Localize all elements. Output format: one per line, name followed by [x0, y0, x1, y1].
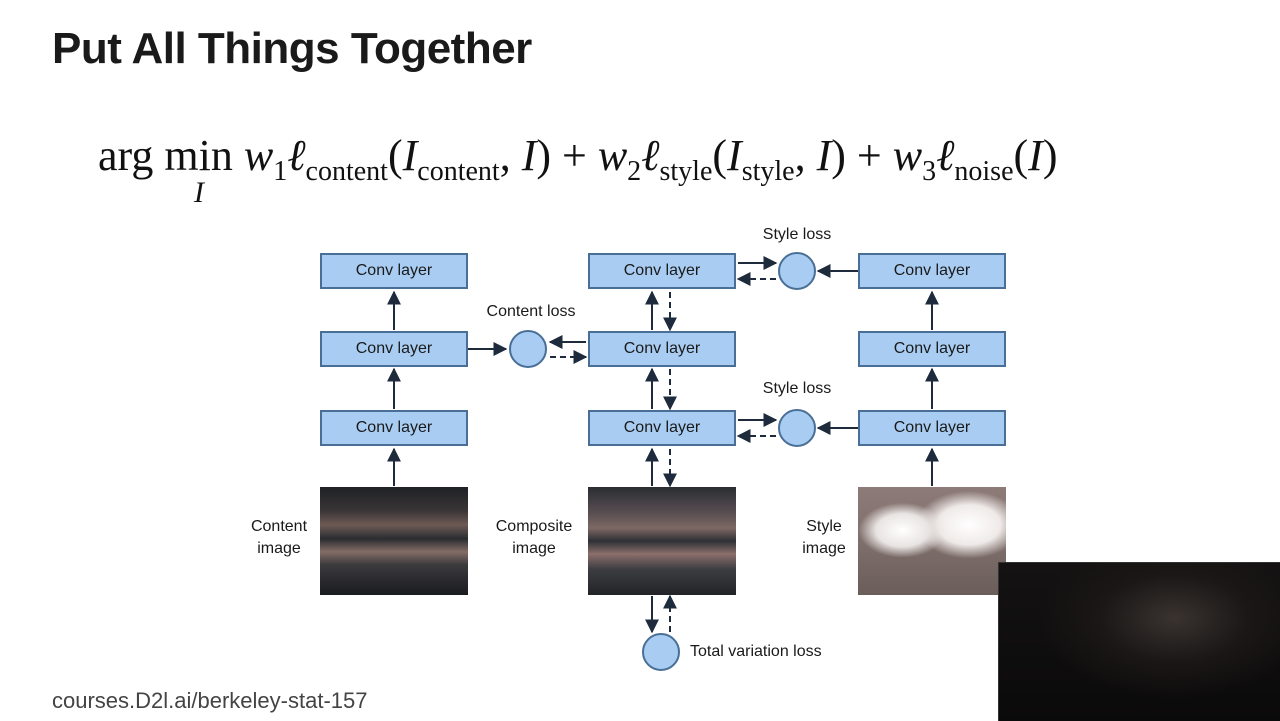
total-variation-loss-node [642, 633, 680, 671]
slide-title: Put All Things Together [52, 24, 532, 73]
style-conv-layer-1: Conv layer [858, 410, 1006, 446]
content-conv-layer-2: Conv layer [320, 331, 468, 367]
footer-url: courses.D2l.ai/berkeley-stat-157 [52, 688, 368, 713]
style-loss-top-label: Style loss [762, 226, 832, 243]
content-image-label: Content image [250, 518, 308, 557]
composite-conv-layer-3: Conv layer [588, 253, 736, 289]
style-conv-layer-3: Conv layer [858, 253, 1006, 289]
total-variation-loss-label: Total variation loss [690, 643, 822, 660]
presenter-video-overlay [998, 562, 1280, 721]
composite-image [588, 487, 736, 595]
style-loss-bottom-node [778, 409, 816, 447]
argmin-variable: I [194, 176, 204, 209]
style-image [858, 487, 1006, 595]
content-loss-label: Content loss [486, 303, 576, 320]
composite-conv-layer-1: Conv layer [588, 410, 736, 446]
style-loss-top-node [778, 252, 816, 290]
composite-image-label: Composite image [495, 518, 573, 557]
style-loss-bottom-label: Style loss [762, 380, 832, 397]
style-conv-layer-2: Conv layer [858, 331, 1006, 367]
content-conv-layer-3: Conv layer [320, 253, 468, 289]
style-image-label: Style image [802, 518, 846, 557]
content-image [320, 487, 468, 595]
content-conv-layer-1: Conv layer [320, 410, 468, 446]
content-loss-node [509, 330, 547, 368]
composite-conv-layer-2: Conv layer [588, 331, 736, 367]
